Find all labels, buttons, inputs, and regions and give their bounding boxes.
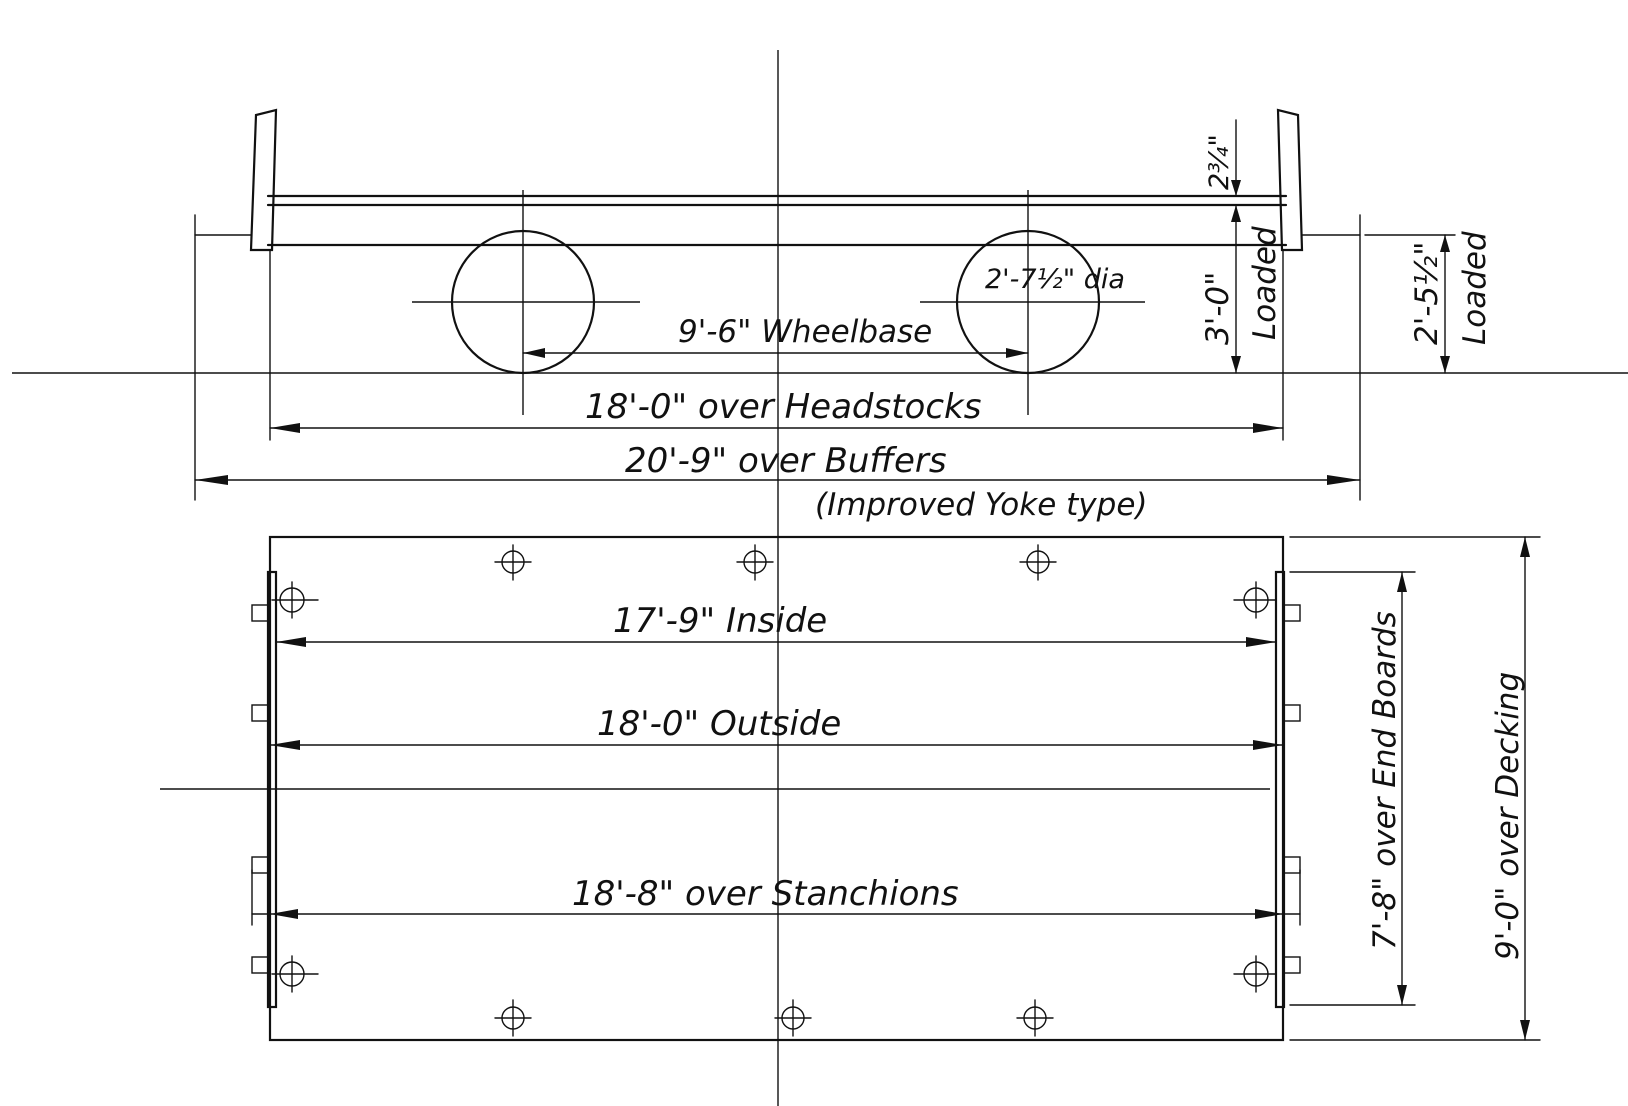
bolt-hole [1016, 999, 1054, 1037]
centre-lines [12, 50, 1628, 1106]
bolt-hole [271, 581, 319, 619]
decking-label: 9'-0" over Decking [1490, 672, 1526, 960]
wheelbase-label: 9'-6" Wheelbase [678, 314, 932, 350]
right-end-board-plan [1274, 570, 1286, 1009]
plan-view: 17'-9" Inside 18'-0" Outside 18'-8" over… [251, 535, 1541, 1042]
end-boards-label: 7'-8" over End Boards [1367, 611, 1403, 950]
bolt-hole [271, 955, 319, 993]
stanchions-dimension: 18'-8" over Stanchions [251, 869, 1301, 926]
stanchion-pockets [251, 604, 1301, 974]
headstocks-label: 18'-0" over Headstocks [585, 387, 981, 427]
buffer-height-label: 2'-5½" [1409, 242, 1445, 345]
wheels [412, 190, 1145, 415]
buffers-dimension: 20'-9" over Buffers (Improved Yoke type) [194, 441, 1361, 523]
buffer-height-note: Loaded [1457, 231, 1493, 345]
stanchions-label: 18'-8" over Stanchions [572, 874, 959, 914]
headstock-thickness-label: 2¾" [1204, 134, 1235, 190]
decking-dimension: 9'-0" over Decking [1289, 536, 1541, 1041]
bolt-hole [1019, 544, 1057, 581]
buffers-label: 20'-9" over Buffers [625, 441, 947, 481]
bolt-hole [1233, 955, 1277, 993]
left-end-board-plan [266, 570, 278, 1009]
bolt-hole [1233, 581, 1277, 619]
outside-dimension: 18'-0" Outside [269, 704, 1284, 750]
inside-dimension: 17'-9" Inside [275, 601, 1277, 647]
wheelbase-dimension: 9'-6" Wheelbase 2'-7½" dia [522, 264, 1125, 358]
bolt-holes [271, 544, 1277, 1037]
bolt-hole [774, 999, 812, 1037]
bolt-hole [736, 544, 774, 581]
deck-height-note: Loaded [1247, 226, 1283, 340]
end-boards-dimension: 7'-8" over End Boards [1289, 571, 1416, 1006]
left-end-board [249, 108, 278, 252]
inside-label: 17'-9" Inside [613, 601, 827, 641]
buffer-type-label: (Improved Yoke type) [815, 487, 1148, 523]
deck-height-label: 3'-0" [1200, 272, 1236, 345]
right-end-board [1276, 108, 1304, 252]
bolt-hole [494, 999, 532, 1037]
wheel-diameter-label: 2'-7½" dia [985, 264, 1125, 295]
side-frame [194, 108, 1361, 501]
bolt-hole [494, 544, 532, 581]
height-dimensions: 2¾" 3'-0" Loaded 2'-5½" Loaded [1200, 119, 1493, 374]
headstocks-dimension: 18'-0" over Headstocks [269, 387, 1284, 433]
outside-label: 18'-0" Outside [597, 704, 841, 744]
side-elevation: 9'-6" Wheelbase 2'-7½" dia 18'-0" over H… [194, 108, 1493, 523]
